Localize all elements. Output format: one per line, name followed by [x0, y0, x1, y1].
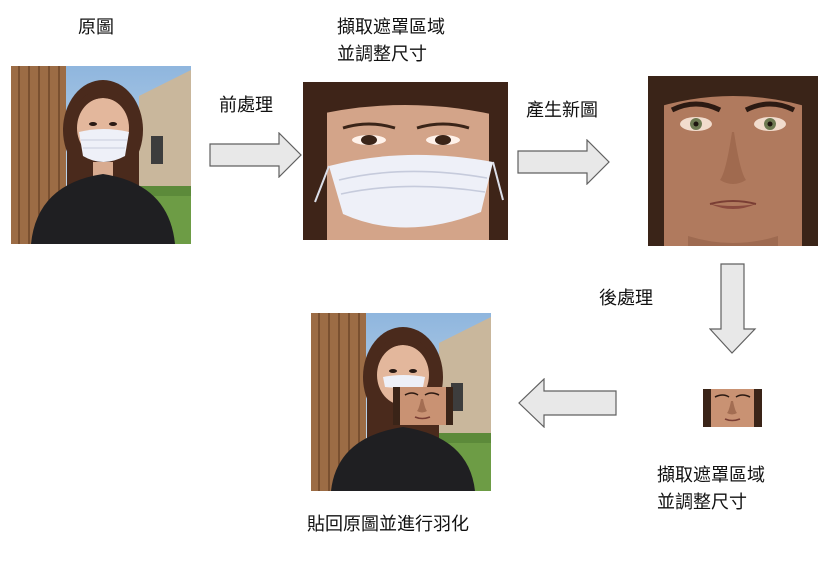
masked-crop-photo: [303, 82, 508, 240]
generated-face-photo: [648, 76, 818, 246]
label-crop-top-line2: 並調整尺寸: [337, 44, 427, 65]
arrow-preprocess: [209, 132, 303, 178]
original-photo: [11, 66, 191, 244]
label-crop-top-line1: 擷取遮罩區域: [337, 17, 445, 38]
label-generate: 產生新圖: [526, 100, 598, 121]
label-preprocess: 前處理: [219, 95, 273, 116]
label-final: 貼回原圖並進行羽化: [307, 514, 469, 535]
label-postprocess: 後處理: [599, 288, 653, 309]
label-crop-bottom-line1: 擷取遮罩區域: [657, 465, 765, 486]
final-composite-photo: [311, 313, 491, 491]
arrow-postprocess-down: [709, 263, 757, 355]
arrow-generate: [517, 139, 611, 185]
label-original: 原圖: [78, 17, 114, 38]
resized-face-thumbnail: [703, 389, 762, 427]
label-crop-bottom-line2: 並調整尺寸: [657, 492, 747, 513]
arrow-paste-back: [518, 378, 618, 428]
